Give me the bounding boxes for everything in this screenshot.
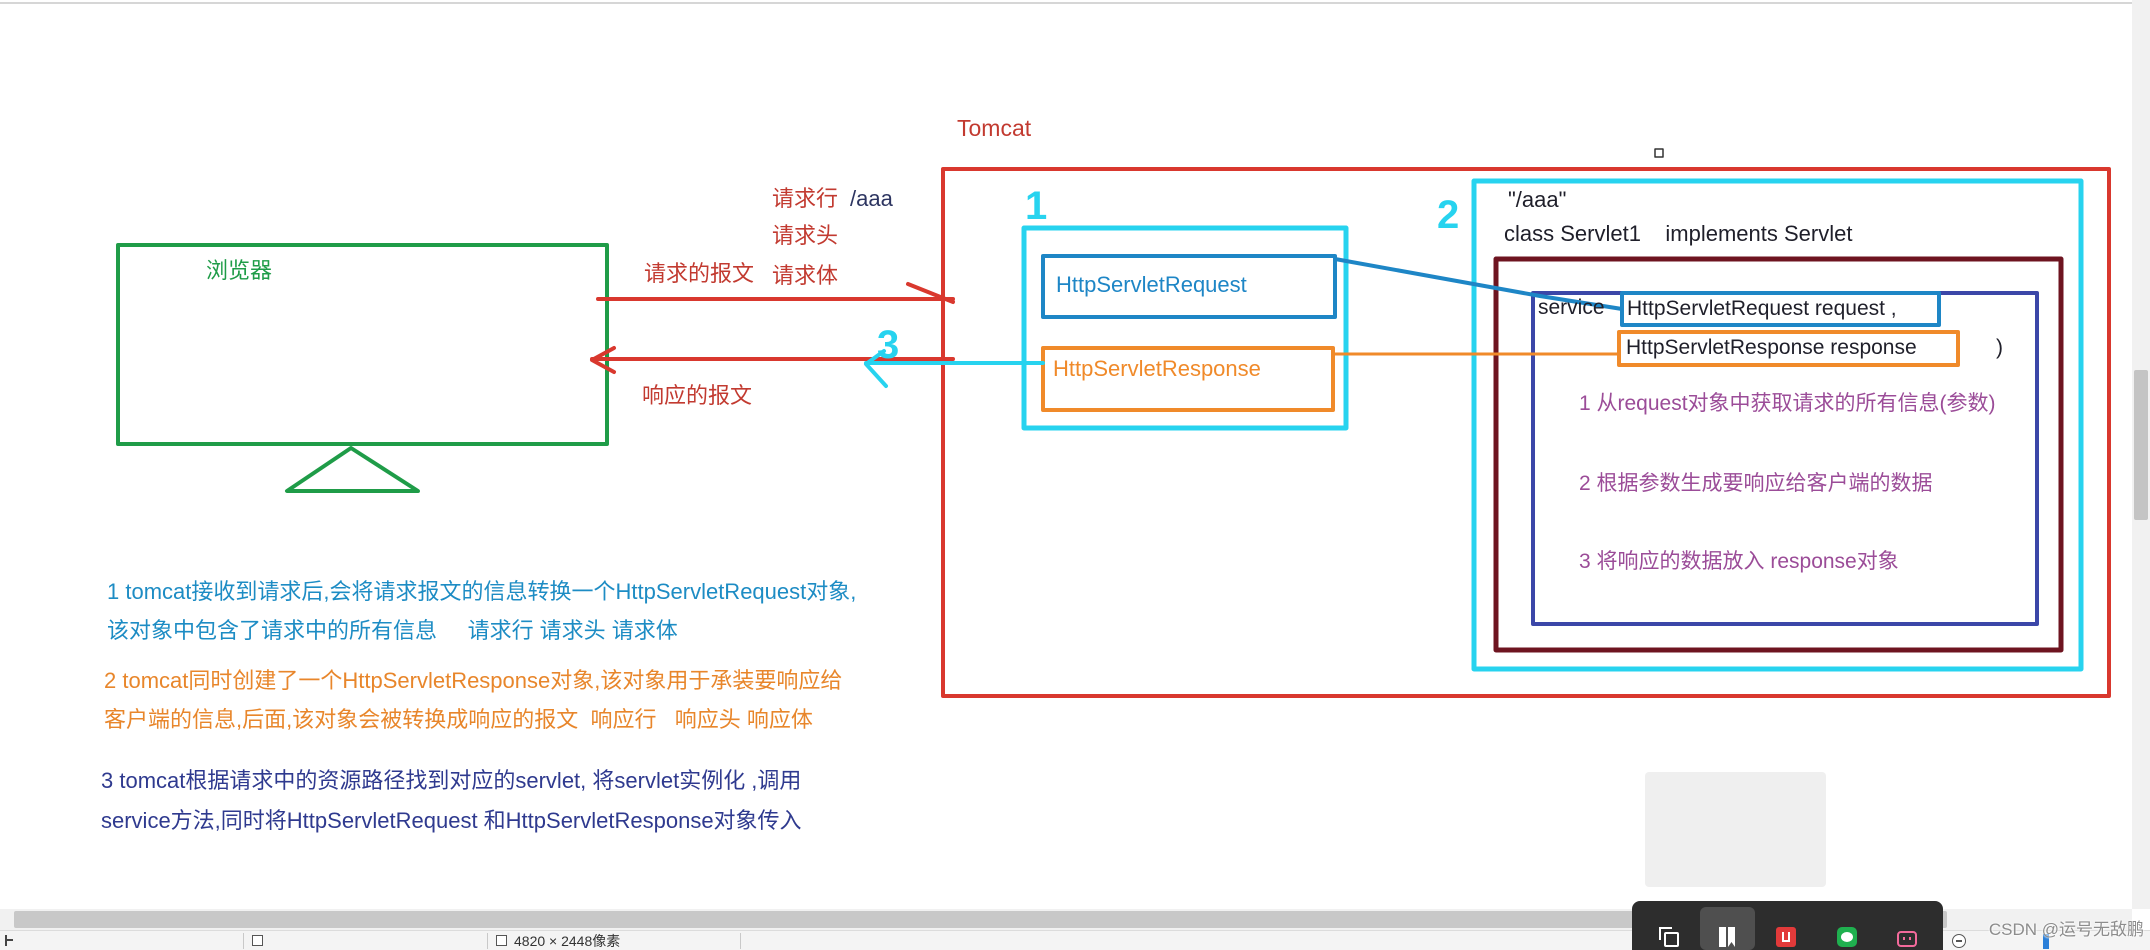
request-arrow-head: [906, 282, 955, 304]
response-object-label: HttpServletResponse: [1053, 356, 1261, 381]
status-bar: 4820 × 2448像素: [0, 930, 2150, 950]
note-2-line-2: 客户端的信息,后面,该对象会被转换成响应的报文 响应行 响应头 响应体: [104, 707, 813, 732]
request-line-label: 请求行: [772, 186, 839, 211]
request-line-path: /aaa: [850, 186, 893, 211]
bilibili-icon[interactable]: [1897, 927, 1917, 947]
service-keyword: service: [1538, 296, 1605, 319]
image-size-readout: 4820 × 2448像素: [514, 933, 621, 949]
taskbar-overlay: [1632, 901, 1943, 950]
horizontal-scrollbar-thumb[interactable]: [14, 911, 1947, 928]
request-header-label: 请求头: [772, 223, 839, 248]
step3-number: 3: [877, 323, 900, 367]
browser-monitor-stand: [285, 446, 420, 493]
servlet-class-body-box: [1493, 256, 2064, 653]
request-message-label: 请求的报文: [644, 261, 755, 286]
service-response-param: HttpServletResponse response: [1626, 336, 1917, 359]
image-canvas: 浏览器 请求行 /aaa 请求头 请求的报文 请求体 响应的报文 Tomcat …: [101, 115, 2111, 887]
zoom-slider-thumb[interactable]: [2043, 934, 2049, 949]
service-close-paren: ): [1996, 336, 2003, 359]
note-1-line-2: 该对象中包含了请求中的所有信息 请求行 请求头 请求体: [107, 618, 678, 643]
response-message-label: 响应的报文: [642, 383, 753, 408]
wechat-icon[interactable]: [1837, 927, 1857, 947]
tomcat-label: Tomcat: [957, 115, 1032, 141]
service-step-2: 2 根据参数生成要响应给客户端的数据: [1579, 472, 1933, 495]
note-3-line-1: 3 tomcat根据请求中的资源路径找到对应的servlet, 将servlet…: [101, 768, 802, 793]
vertical-scrollbar-thumb[interactable]: [2134, 370, 2148, 520]
step1-objects-box: [1021, 225, 1349, 431]
browser-label: 浏览器: [206, 258, 273, 283]
selection-size-icon: [252, 935, 263, 946]
window-top-border: [0, 2, 2132, 4]
step1-number: 1: [1025, 184, 1048, 228]
servlet-path: "/aaa": [1508, 187, 1567, 212]
copy-icon[interactable]: [1659, 927, 1679, 947]
red-app-icon[interactable]: [1776, 927, 1796, 947]
service-request-param: HttpServletRequest request ,: [1627, 297, 1897, 320]
status-separator: [243, 933, 244, 949]
request-object-label: HttpServletRequest: [1056, 272, 1247, 297]
status-separator: [740, 933, 741, 949]
request-object-connector: [1333, 257, 1624, 311]
note-3-line-2: service方法,同时将HttpServletRequest 和HttpSer…: [101, 808, 802, 833]
selection-handle-marker: [1654, 148, 1664, 158]
browser-monitor-screen: [116, 243, 609, 446]
fit-width-icon[interactable]: [5, 935, 13, 946]
request-body-label: 请求体: [772, 263, 839, 288]
service-response-param-box: [1617, 330, 1960, 367]
faded-overlay-panel: [1645, 772, 1826, 887]
horizontal-scrollbar[interactable]: [0, 909, 2132, 930]
tomcat-container-box: [941, 167, 2111, 698]
note-2-line-1: 2 tomcat同时创建了一个HttpServletResponse对象,该对象…: [104, 668, 843, 693]
image-size-icon: [496, 935, 507, 946]
response-object-box: [1041, 346, 1335, 412]
vertical-scrollbar[interactable]: [2132, 0, 2150, 909]
return-arrow-head: [864, 349, 888, 388]
pin-icon[interactable]: [1717, 927, 1737, 947]
diagram-shapes: [116, 148, 2111, 698]
servlet-box: [1471, 178, 2084, 672]
response-arrow-head: [590, 346, 616, 374]
note-1-line-1: 1 tomcat接收到请求后,会将请求报文的信息转换一个HttpServletR…: [107, 579, 857, 604]
service-step-3: 3 将响应的数据放入 response对象: [1579, 550, 1899, 573]
service-step-1: 1 从request对象中获取请求的所有信息(参数): [1579, 392, 1996, 415]
zoom-out-icon[interactable]: [1952, 934, 1966, 948]
step2-number: 2: [1437, 193, 1460, 237]
csdn-watermark: CSDN @运号无敌鹏: [1988, 920, 2144, 939]
servlet-class-declaration: class Servlet1 implements Servlet: [1504, 221, 1853, 246]
request-object-box: [1041, 254, 1337, 319]
status-separator: [487, 933, 488, 949]
